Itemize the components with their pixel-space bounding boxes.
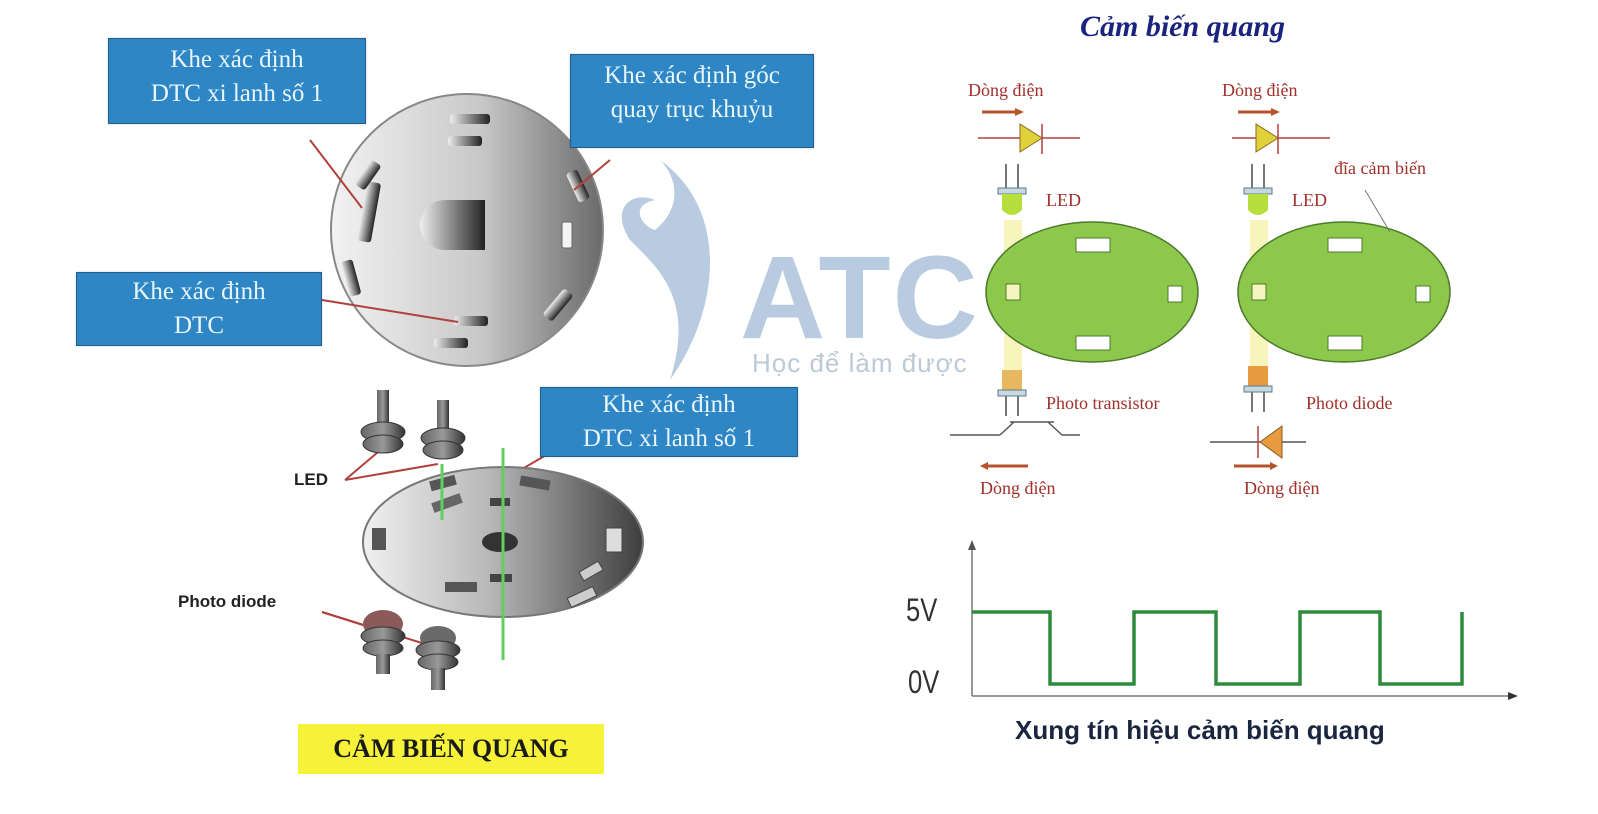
photo-transistor-label: Photo transistor — [1046, 393, 1160, 413]
callout-line: DTC xi lanh số 1 — [150, 80, 324, 107]
callout-cyl1-slot-top: Khe xác định DTC xi lanh số 1 — [108, 38, 366, 124]
callout-line: Khe xác định — [132, 278, 266, 305]
photo-diode-component-2 — [415, 626, 461, 690]
photo-diode-component-1 — [360, 610, 406, 674]
callout-crank-angle-slot: Khe xác định góc quay trục khuỷu — [570, 54, 814, 148]
watermark-logo: ATC — [740, 232, 980, 364]
watermark-flame-icon — [621, 160, 710, 380]
right-led-label: LED — [1292, 190, 1327, 210]
watermark-slogan: Học để làm được — [752, 348, 968, 378]
right-panel-title: Cảm biến quang — [1080, 10, 1286, 43]
callout-line: quay trục khuỷu — [610, 96, 774, 123]
y-tick-5v: 5V — [906, 592, 938, 628]
left-current-bottom-label: Dòng điện — [980, 478, 1056, 498]
right-current-top-label: Dòng điện — [1222, 80, 1298, 100]
led-component-1 — [360, 390, 406, 454]
photo-diode-right-label: Photo diode — [1306, 393, 1393, 413]
y-tick-0v: 0V — [908, 664, 940, 700]
callout-cyl1-slot-bottom: Khe xác định DTC xi lanh số 1 — [540, 387, 798, 457]
led-component-2 — [420, 400, 466, 460]
photo-diode-label: Photo diode — [178, 592, 277, 611]
top-sensor-disc — [330, 93, 604, 367]
callout-line: Khe xác định góc — [604, 62, 780, 89]
callout-line: DTC xi lanh số 1 — [582, 425, 756, 452]
led-label: LED — [294, 470, 328, 489]
callout-dtc-slot: Khe xác định DTC — [76, 272, 322, 346]
signal-pulse-chart — [968, 540, 1518, 700]
left-current-top-label: Dòng điện — [968, 80, 1044, 100]
sensor-disc-label: đĩa cảm biến — [1334, 158, 1426, 178]
callout-line: Khe xác định — [170, 46, 304, 73]
callout-line: Khe xác định — [602, 391, 736, 418]
right-current-bottom-label: Dòng điện — [1244, 478, 1320, 498]
callout-line: DTC — [174, 312, 224, 339]
caption-cam-bien-quang: CẢM BIẾN QUANG — [298, 724, 604, 774]
chart-title: Xung tín hiệu cảm biến quang — [1015, 715, 1385, 745]
optical-sensor-circuits — [950, 108, 1451, 470]
left-led-label: LED — [1046, 190, 1081, 210]
bottom-sensor-assembly — [360, 390, 644, 690]
